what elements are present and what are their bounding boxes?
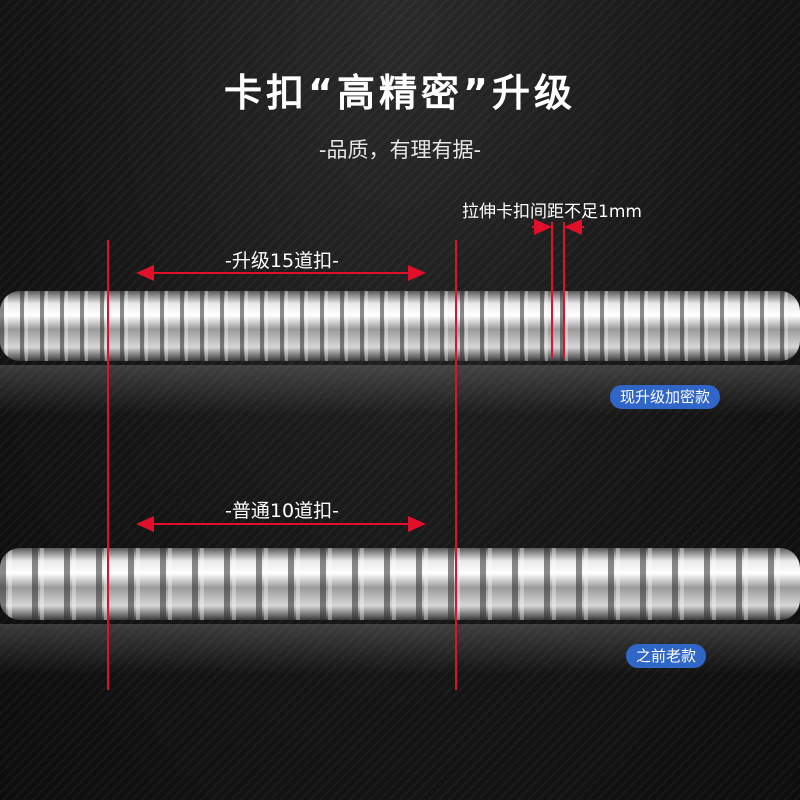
headline: 卡扣“高精密”升级 bbox=[224, 71, 576, 115]
subheadline: -品质，有理有据- bbox=[318, 138, 482, 162]
lower-badge: 之前老款 bbox=[626, 644, 707, 668]
lower-annotation: -普通10道扣- bbox=[225, 500, 339, 522]
gap-callout-label: 拉伸卡扣间距不足1mm bbox=[462, 202, 642, 222]
upper-annotation: -升级15道扣- bbox=[225, 250, 339, 272]
upper-badge: 现升级加密款 bbox=[610, 385, 721, 409]
